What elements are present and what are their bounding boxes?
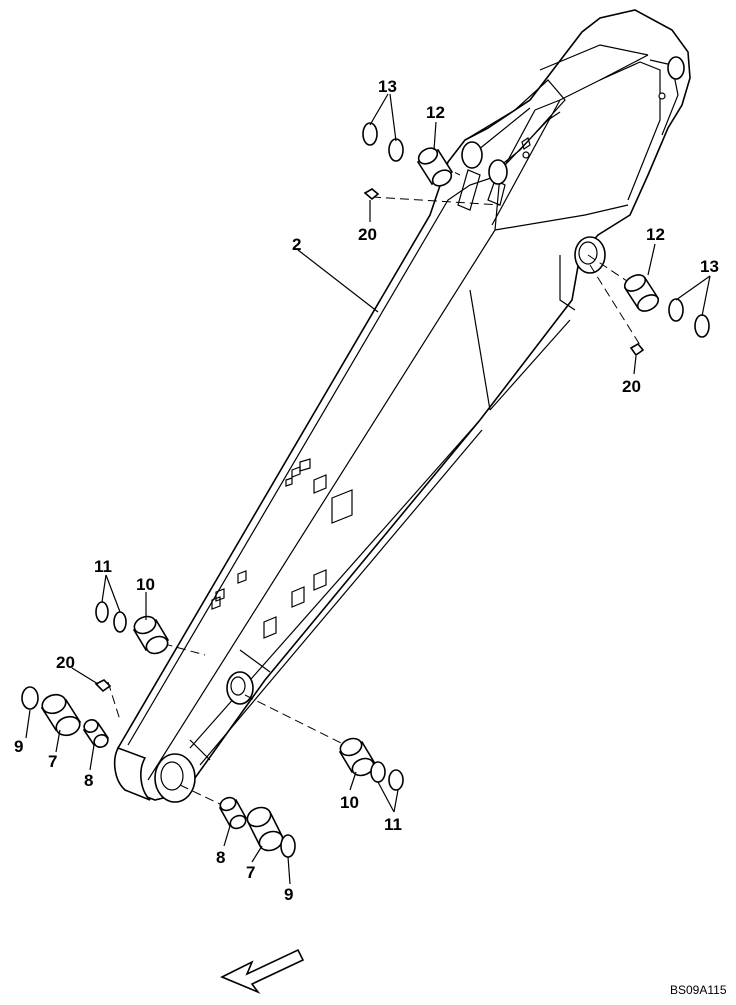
callout-13-top: 13 xyxy=(378,77,397,96)
callout-2: 2 xyxy=(292,235,301,254)
callout-9-bottom: 9 xyxy=(284,885,293,904)
seal-13-left xyxy=(362,122,404,162)
callout-11-left: 11 xyxy=(94,557,112,576)
collar-8-left xyxy=(82,719,110,748)
callout-8-bottom: 8 xyxy=(216,848,225,867)
leader-lines xyxy=(25,93,711,885)
seal-9-left xyxy=(21,686,39,710)
grease-fitting-20-left xyxy=(94,679,112,693)
bushing-12-left xyxy=(416,147,454,187)
callout-12-right: 12 xyxy=(646,225,665,244)
grease-fitting-20-right xyxy=(629,342,645,357)
callout-11-right: 11 xyxy=(384,815,402,834)
seal-9-bottom xyxy=(280,834,296,858)
bushing-10-left xyxy=(132,615,170,655)
callout-20-top: 20 xyxy=(358,225,377,244)
callout-7-left: 7 xyxy=(48,752,57,771)
callout-10-left: 10 xyxy=(136,575,155,594)
callout-12-top: 12 xyxy=(426,103,445,122)
callout-7-bottom: 7 xyxy=(246,863,255,882)
front-direction-arrow-icon xyxy=(220,948,305,994)
callout-8-left: 8 xyxy=(84,771,93,790)
seal-13-right xyxy=(668,298,710,338)
callout-20-left: 20 xyxy=(56,653,75,672)
drawing-code: BS09A115 xyxy=(670,983,727,997)
arm-body xyxy=(113,9,691,803)
bushing-10-right xyxy=(338,737,376,777)
collar-8-bottom xyxy=(218,796,248,830)
callout-9-left: 9 xyxy=(14,737,23,756)
seal-11-right xyxy=(370,761,404,791)
bushing-12-right xyxy=(623,274,660,312)
callout-labels: 2 13 12 20 12 13 20 11 10 20 9 7 8 10 11… xyxy=(14,77,719,904)
bushing-7-bottom xyxy=(246,806,284,852)
bushing-7-left xyxy=(40,693,82,737)
grease-fitting-20-top xyxy=(363,188,380,201)
callout-13-right: 13 xyxy=(700,257,719,276)
seal-11-left xyxy=(95,601,127,633)
callout-20-right: 20 xyxy=(622,377,641,396)
callout-10-right: 10 xyxy=(340,793,359,812)
